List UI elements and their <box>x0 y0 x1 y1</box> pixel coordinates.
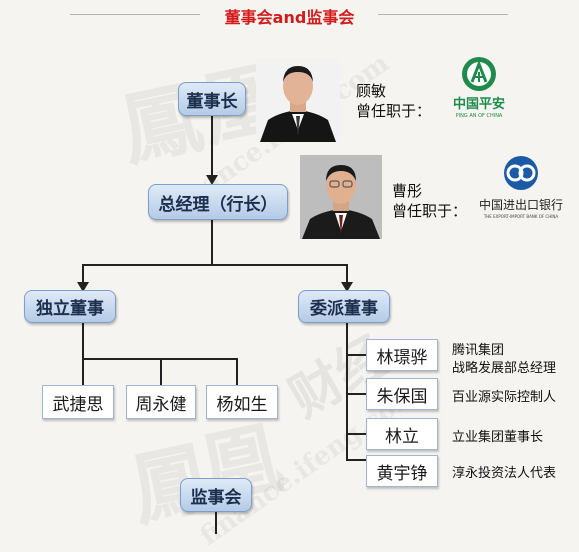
appointed-director-4-desc: 淳永投资法人代表 <box>452 466 557 481</box>
pingan-logo-icon <box>462 57 496 91</box>
arrow-down-icon <box>77 282 89 292</box>
connector-president-branch <box>211 220 213 266</box>
watermark-mark: 财经 <box>279 324 400 430</box>
appointed-director-1: 林璟骅 <box>366 339 438 371</box>
independent-director-1: 武捷思 <box>42 385 114 419</box>
independent-director-2: 周永健 <box>126 385 196 419</box>
president-former-label: 曾任职于： <box>392 202 468 220</box>
watermark-char: 鳳 <box>112 69 211 179</box>
eximbank-logo-text: 中国进出口银行 <box>478 198 563 212</box>
connector-appointed-3 <box>346 433 366 435</box>
appointed-director-2-desc: 百业源实际控制人 <box>452 390 557 405</box>
president-name: 曹彤 <box>392 182 423 200</box>
pingan-logo-sub: PING AN OF CHINA <box>455 113 503 119</box>
title-line-right <box>378 14 508 15</box>
person-portrait-icon <box>300 155 382 239</box>
connector-independent-3 <box>236 358 238 386</box>
independent-directors-box: 独立董事 <box>24 290 116 323</box>
appointed-director-4: 黄宇铮 <box>366 455 438 487</box>
appointed-director-3-desc: 立业集团董事长 <box>452 430 544 445</box>
appointed-director-1-desc-line2: 战略发展部总经理 <box>452 361 557 376</box>
independent-director-3: 杨如生 <box>206 385 278 419</box>
connector-chairman-president <box>211 115 213 177</box>
appointed-director-2: 朱保国 <box>366 378 438 410</box>
connector-independent-2 <box>160 358 162 386</box>
pingan-logo-text: 中国平安 <box>452 97 505 112</box>
connector-appointed-4 <box>346 459 366 461</box>
arrow-down-icon <box>341 282 353 292</box>
supervisory-board-box: 监事会 <box>180 478 252 512</box>
connector-branch-left <box>82 264 84 284</box>
arrow-down-icon <box>206 175 218 185</box>
connector-branch-horizontal <box>82 264 348 266</box>
pingan-logo: 中国平安 PING AN OF CHINA <box>434 54 524 120</box>
connector-appointed-1 <box>346 354 366 356</box>
connector-branch-right <box>346 264 348 284</box>
appointed-directors-box: 委派董事 <box>298 290 390 323</box>
chairman-former-label: 曾任职于： <box>356 102 432 120</box>
connector-appointed-stem <box>346 322 348 460</box>
page-title: 董事会and监事会 <box>224 8 355 27</box>
title-line-left <box>70 14 200 15</box>
connector-supervisory-down <box>215 512 217 534</box>
connector-appointed-2 <box>346 393 366 395</box>
appointed-director-3: 林立 <box>366 418 438 450</box>
chairman-name: 顾敏 <box>356 82 387 100</box>
person-portrait-icon <box>260 66 336 142</box>
eximbank-logo-icon <box>504 156 538 190</box>
eximbank-logo: 中国进出口银行 THE EXPORT-IMPORT BANK OF CHINA <box>468 154 574 236</box>
connector-independent-stem <box>82 322 84 360</box>
president-photo <box>300 155 382 239</box>
president-box: 总经理（行长） <box>148 184 288 220</box>
appointed-director-1-desc-line1: 腾讯集团 <box>452 343 505 358</box>
eximbank-logo-sub: THE EXPORT-IMPORT BANK OF CHINA <box>483 214 559 219</box>
chairman-photo <box>256 58 340 142</box>
chairman-box: 董事长 <box>178 82 246 116</box>
connector-independent-1 <box>82 358 84 386</box>
